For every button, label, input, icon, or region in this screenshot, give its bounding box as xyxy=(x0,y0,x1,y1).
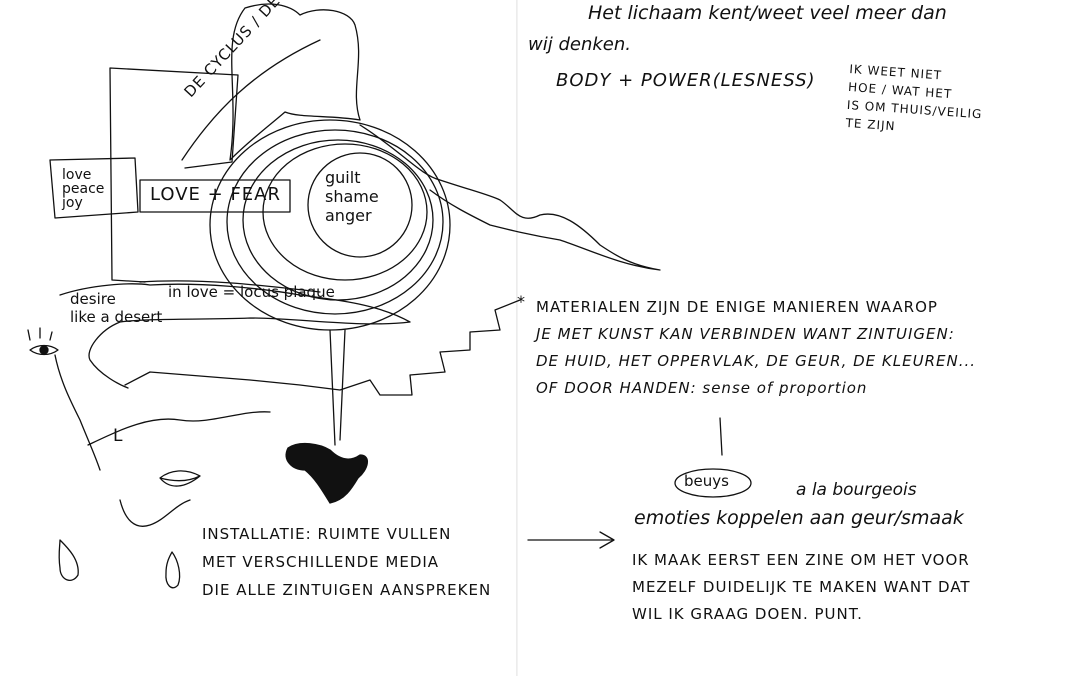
beuys-circle xyxy=(674,468,752,498)
tear-drop-1 xyxy=(58,539,79,581)
arrow-head xyxy=(599,531,615,549)
emoties-line: emoties koppelen aan geur/smaak xyxy=(634,507,964,529)
eye-pupil xyxy=(39,345,49,355)
in-love-underline xyxy=(139,280,321,293)
small-box-line-joy: joy xyxy=(62,195,83,211)
background-rectangle xyxy=(109,67,239,283)
a-la-bourgeois: a la bourgeois xyxy=(796,480,917,500)
installatie-line-3: DIE ALLE ZINTUIGEN AANSPREKEN xyxy=(202,581,492,599)
tall-blob-shape xyxy=(229,3,361,161)
zine-block: IK MAAK EERST EEN ZINE OM HET VOOR MEZEL… xyxy=(632,547,971,628)
small-box-text: love peace joy xyxy=(62,168,104,210)
book-spine xyxy=(516,0,518,676)
inner-circle-text: guilt shame anger xyxy=(325,168,379,225)
inner-word-guilt: guilt xyxy=(325,168,361,187)
tear-drop-2 xyxy=(165,551,181,589)
eye-left xyxy=(29,344,59,356)
materialen-line-3: DE HUID, HET OPPERVLAK, DE GEUR, DE KLEU… xyxy=(536,352,977,370)
face-profile xyxy=(54,354,191,527)
desert-phrase: like a desert xyxy=(70,308,163,326)
inner-word-shame: shame xyxy=(325,187,379,206)
materialen-line-2: JE MET KUNST KAN VERBINDEN WANT ZINTUIGE… xyxy=(536,325,955,343)
ik-weet-block: IK WEET NIET HOE / WAT HET IS OM THUIS/V… xyxy=(845,60,985,141)
vertical-thread xyxy=(339,329,346,441)
lips xyxy=(159,470,201,487)
body-power-label: BODY + POWER(LESNESS) xyxy=(556,70,816,91)
inner-ring xyxy=(307,152,413,258)
zine-line-1: IK MAAK EERST EEN ZINE OM HET VOOR xyxy=(632,551,970,569)
materialen-line-4: OF DOOR HANDEN: sense of proportion xyxy=(536,379,868,397)
small-box-line-peace: peace xyxy=(62,181,105,197)
installatie-line-2: MET VERSCHILLENDE MEDIA xyxy=(202,553,440,571)
zine-line-3: WIL IK GRAAG DOEN. PUNT. xyxy=(632,605,863,623)
wave-line xyxy=(87,411,271,446)
inner-word-anger: anger xyxy=(325,206,372,225)
eyelashes xyxy=(27,327,53,341)
in-love-label: in love = locus plaque xyxy=(168,283,335,301)
intro-line-2: wij denken. xyxy=(528,34,631,55)
ring-2 xyxy=(226,129,444,315)
desire-text: desire like a desert xyxy=(70,290,162,326)
materialen-block: MATERIALEN ZIJN DE ENIGE MANIEREN WAAROP… xyxy=(536,294,976,402)
desire-word: desire xyxy=(70,290,116,308)
wandering-line xyxy=(359,124,661,271)
intro-line-1: Het lichaam kent/weet veel meer dan xyxy=(588,2,947,24)
desire-shape xyxy=(59,283,411,389)
materialen-line-1: MATERIALEN ZIJN DE ENIGE MANIEREN WAAROP xyxy=(536,298,938,316)
stepped-outline xyxy=(124,299,521,396)
love-fear-label: LOVE + FEAR xyxy=(150,184,281,205)
pointer-line xyxy=(719,417,723,456)
love-fear-box xyxy=(139,179,291,213)
cycle-band xyxy=(181,39,321,161)
small-box-outline xyxy=(49,157,139,219)
zine-line-2: MEZELF DUIDELIJK TE MAKEN WANT DAT xyxy=(632,578,971,596)
asterisk-mark: * xyxy=(517,292,525,311)
vertical-thread-2 xyxy=(329,329,336,446)
beuys-label: beuys xyxy=(684,472,729,490)
installatie-block: INSTALLATIE: RUIMTE VULLEN MET VERSCHILL… xyxy=(202,520,491,604)
small-box-line-love: love xyxy=(62,167,92,183)
installatie-line-1: INSTALLATIE: RUIMTE VULLEN xyxy=(202,525,452,543)
l-mark: L xyxy=(113,426,123,446)
black-blob xyxy=(285,442,368,504)
